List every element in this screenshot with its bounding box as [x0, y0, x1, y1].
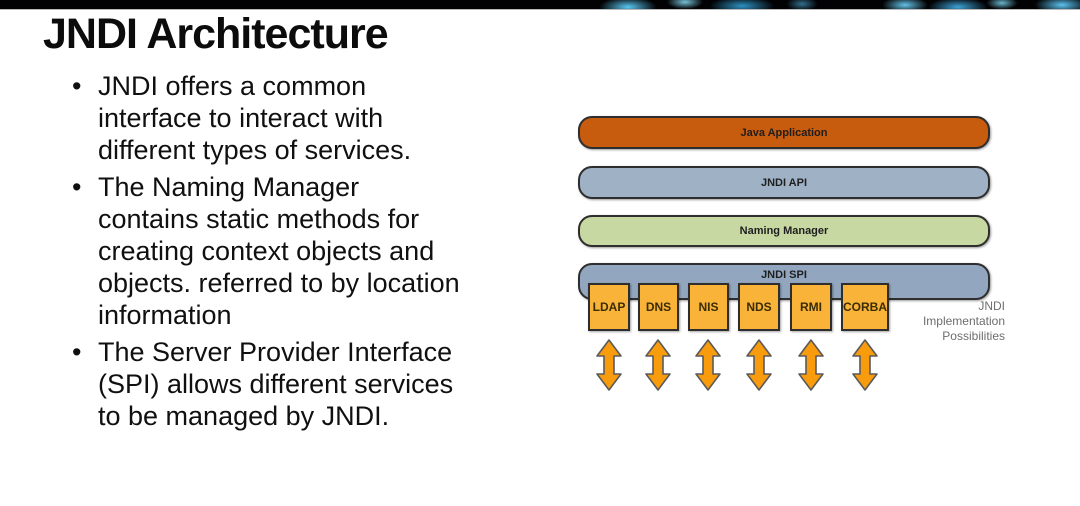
layer-jndi-api: JNDI API [578, 166, 990, 199]
service-label: CORBA [843, 300, 887, 314]
double-arrow-icon [596, 339, 622, 391]
service-box-dns: DNS [638, 283, 679, 331]
layer-label: Naming Manager [739, 225, 829, 237]
service-box-corba: CORBA [841, 283, 889, 331]
service-label: NDS [746, 300, 772, 314]
bullet-line: JNDI offers a common [98, 71, 367, 101]
bullet-icon: • [72, 337, 82, 367]
bullet-line: The Server Provider Interface [98, 337, 453, 367]
page-title: JNDI Architecture [43, 10, 389, 58]
service-label: DNS [645, 300, 672, 314]
jndi-architecture-diagram: Java Application JNDI API Naming Manager… [578, 112, 1008, 404]
bullet-line: information [98, 300, 232, 330]
bullet-line: objects. referred to by location [98, 268, 460, 298]
list-item: • The Server Provider Interface (SPI) al… [70, 336, 570, 432]
jndi-implementation-caption: JNDI Implementation Possibilities [900, 299, 1005, 344]
bullet-line: creating context objects and [98, 236, 435, 266]
service-label: NIS [698, 300, 719, 314]
layer-label: Java Application [740, 126, 828, 139]
layer-label: JNDI SPI [761, 269, 807, 281]
bullet-line: contains static methods for [98, 204, 420, 234]
list-item: • The Naming Manager contains static met… [70, 171, 570, 331]
double-arrow-icon [645, 339, 671, 391]
service-box-rmi: RMI [790, 283, 832, 331]
bullet-icon: • [72, 172, 82, 202]
service-box-nds: NDS [738, 283, 780, 331]
bullet-line: The Naming Manager [98, 172, 360, 202]
caption-line: JNDI [978, 299, 1005, 313]
bullet-line: different types of services. [98, 135, 412, 165]
service-box-nis: NIS [688, 283, 729, 331]
double-arrow-icon [852, 339, 878, 391]
layer-label: JNDI API [760, 176, 808, 189]
layer-java-application: Java Application [578, 116, 990, 149]
service-label: LDAP [592, 300, 626, 314]
bullet-line: to be managed by JNDI. [98, 401, 390, 431]
list-item: • JNDI offers a common interface to inte… [70, 70, 570, 166]
layer-naming-manager: Naming Manager [578, 215, 990, 247]
double-arrow-icon [695, 339, 721, 391]
double-arrow-icon [798, 339, 824, 391]
bullet-icon: • [72, 71, 82, 101]
caption-line: Possibilities [942, 329, 1005, 343]
service-box-ldap: LDAP [588, 283, 630, 331]
top-banner-image [0, 0, 1080, 10]
bullet-line: interface to interact with [98, 103, 384, 133]
double-arrow-icon [746, 339, 772, 391]
service-label: RMI [800, 300, 822, 314]
caption-line: Implementation [922, 314, 1005, 328]
bullet-line: (SPI) allows different services [98, 369, 454, 399]
bullet-list: • JNDI offers a common interface to inte… [70, 70, 570, 437]
